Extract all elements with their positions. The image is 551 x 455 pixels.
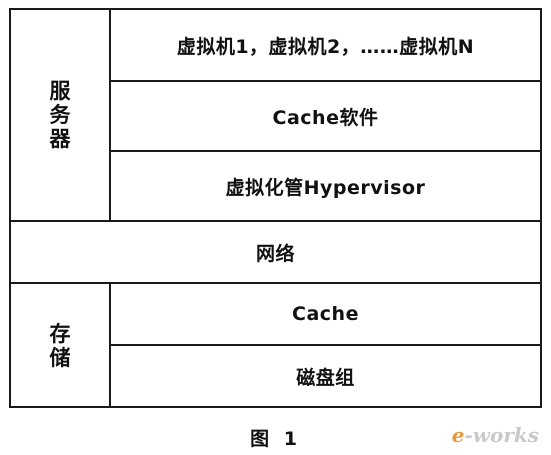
server-label-char: 务 xyxy=(49,103,71,127)
divider-cache-disk xyxy=(109,344,540,346)
figure-caption: 图 1 xyxy=(250,428,301,450)
server-label-char: 器 xyxy=(49,127,71,151)
vm-row: 虚拟机1，虚拟机2，……虚拟机N xyxy=(176,35,475,58)
cache-row: Cache xyxy=(292,303,359,325)
storage-label: 存 储 xyxy=(11,284,109,408)
watermark-logo: e-works xyxy=(451,423,539,447)
watermark-suffix: works xyxy=(472,423,539,447)
storage-label-char: 储 xyxy=(49,346,71,370)
divider-network-storage xyxy=(11,282,540,284)
storage-divider xyxy=(109,284,111,408)
server-label: 服 务 器 xyxy=(11,10,109,220)
network-row: 网络 xyxy=(255,242,295,265)
hypervisor-row: 虚拟化管Hypervisor xyxy=(225,176,426,199)
storage-label-char: 存 xyxy=(49,322,71,346)
divider-vm-cache xyxy=(109,80,540,82)
architecture-diagram: 服 务 器 虚拟机1，虚拟机2，……虚拟机N Cache软件 虚拟化管Hyper… xyxy=(9,8,542,408)
divider-server-network xyxy=(11,220,540,222)
watermark-prefix: e xyxy=(451,423,465,447)
server-divider xyxy=(109,10,111,220)
divider-cache-hypervisor xyxy=(109,150,540,152)
disk-group-row: 磁盘组 xyxy=(296,366,355,389)
cache-software-row: Cache软件 xyxy=(272,106,379,129)
server-label-char: 服 xyxy=(49,79,71,103)
